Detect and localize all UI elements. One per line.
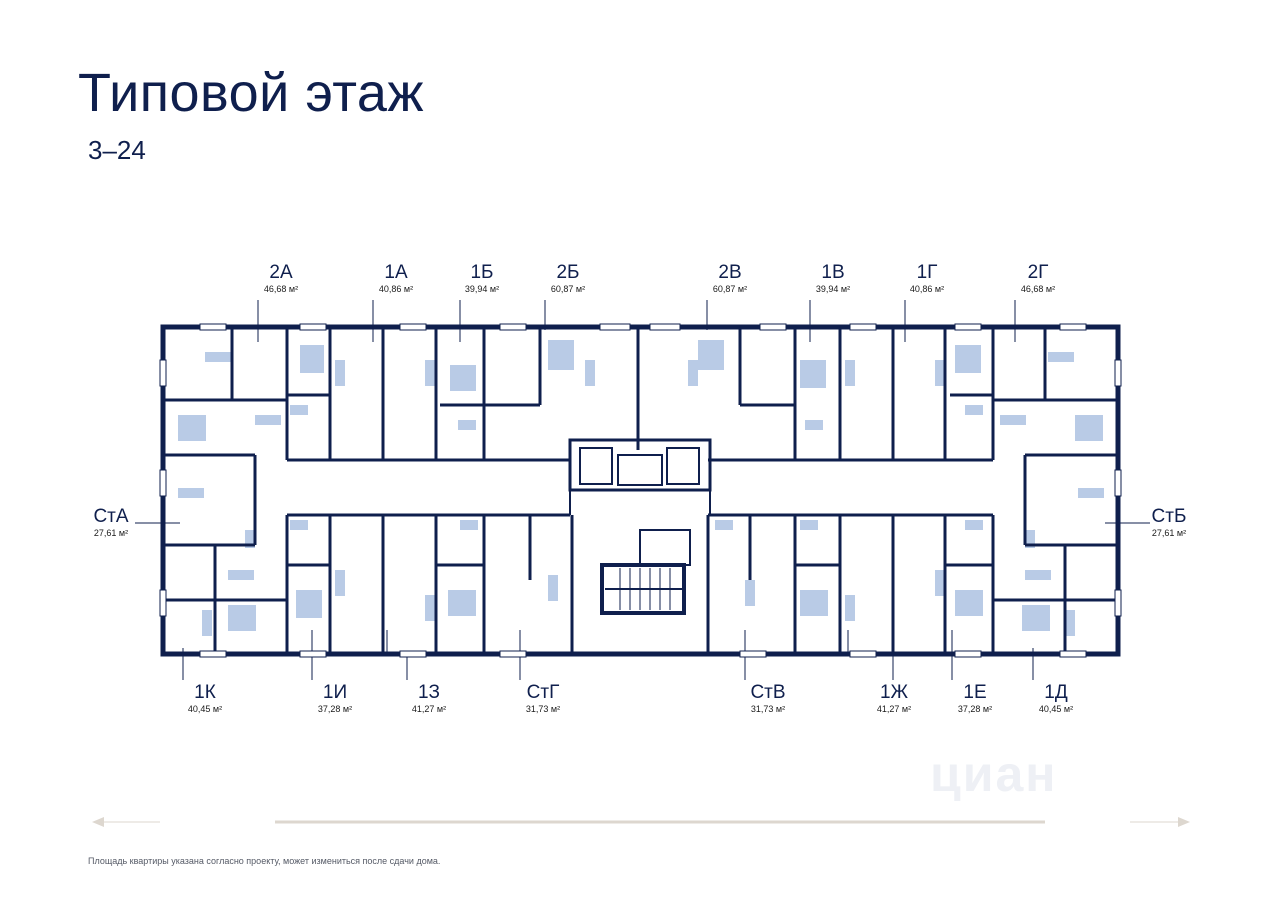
- apartment-label-2g[interactable]: 2Г 46,68 м²: [1020, 262, 1056, 295]
- apartment-label-stv[interactable]: СтВ 31,73 м²: [750, 682, 786, 715]
- apartment-label-stg[interactable]: СтГ 31,73 м²: [525, 682, 561, 715]
- apartment-label-2b[interactable]: 2Б 60,87 м²: [550, 262, 586, 295]
- core: [568, 438, 712, 615]
- apartment-label-1zh[interactable]: 1Ж 41,27 м²: [876, 682, 912, 715]
- apartment-label-1v[interactable]: 1В 39,94 м²: [815, 262, 851, 295]
- apartment-label-2a[interactable]: 2А 46,68 м²: [263, 262, 299, 295]
- windows: [159, 323, 1122, 658]
- room-furniture: [178, 340, 1104, 636]
- apartment-label-1b[interactable]: 1Б 39,94 м²: [464, 262, 500, 295]
- page-title: Типовой этаж: [78, 63, 424, 123]
- apartment-label-1k[interactable]: 1К 40,45 м²: [187, 682, 223, 715]
- footnote: Площадь квартиры указана согласно проект…: [88, 856, 441, 866]
- apartment-label-1e[interactable]: 1Е 37,28 м²: [957, 682, 993, 715]
- apartment-label-1d[interactable]: 1Д 40,45 м²: [1038, 682, 1074, 715]
- apartment-label-1g[interactable]: 1Г 40,86 м²: [909, 262, 945, 295]
- apartment-label-1a[interactable]: 1А 40,86 м²: [378, 262, 414, 295]
- page-subtitle: 3–24: [88, 135, 146, 165]
- interior-walls: [163, 327, 1118, 654]
- watermark: циан: [930, 746, 1058, 802]
- apartment-label-1z[interactable]: 1З 41,27 м²: [411, 682, 447, 715]
- street-direction: [92, 817, 1190, 827]
- apartment-label-sta[interactable]: СтА 27,61 м²: [93, 506, 129, 539]
- apartment-label-2v[interactable]: 2В 60,87 м²: [712, 262, 748, 295]
- apartment-label-1i[interactable]: 1И 37,28 м²: [317, 682, 353, 715]
- apartment-label-stb[interactable]: СтБ 27,61 м²: [1151, 506, 1187, 539]
